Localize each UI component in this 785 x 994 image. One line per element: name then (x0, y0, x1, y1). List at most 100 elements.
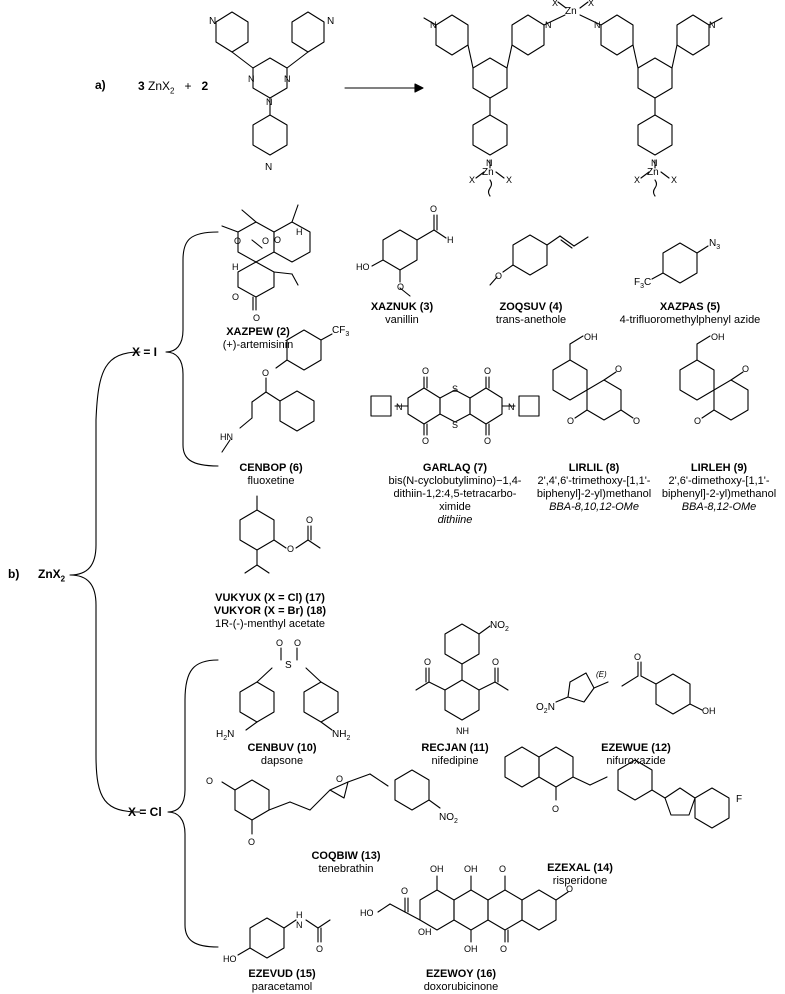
part-a: N N N N N N (209, 0, 723, 197)
tpt-triazine-n: N (266, 97, 273, 107)
atom-hn: HN (220, 432, 233, 442)
structure-menthyl-acetate (239, 495, 321, 574)
structure-dithiine (370, 376, 540, 436)
structure-anethole (489, 234, 589, 286)
atom-o: O (262, 236, 269, 246)
tpt-triazine-n: N (284, 74, 291, 84)
atom-o: O (397, 282, 404, 292)
structure-lirlil (552, 335, 634, 421)
atom-n: N (396, 402, 403, 412)
tpt-ligand: N N N N N N (209, 11, 334, 173)
x-ligand: X (469, 175, 475, 185)
atom-o: O (615, 364, 622, 374)
structure-nifedipine (415, 623, 509, 721)
atom-o: O (484, 436, 491, 446)
atom-o: O (422, 436, 429, 446)
pyridyl-n: N (486, 158, 493, 168)
atom-oh: OH (702, 706, 716, 716)
structure-tenebrathin (221, 769, 441, 835)
zn-bottom-left: Zn (482, 167, 494, 178)
atom-oh: OH (584, 332, 598, 342)
caption-ezewoy: EZEWOY (16)doxorubicinone (423, 968, 499, 993)
caption-coqbiw: COQBIW (13)tenebrathin (311, 850, 381, 875)
structure-lirleh (679, 335, 749, 421)
caption-vukyux: VUKYUX (X = Cl) (17)VUKYOR (X = Br) (18)… (213, 592, 327, 630)
atom-h: H (296, 910, 303, 920)
atom-h: H (296, 227, 303, 237)
atom-o: O (742, 364, 749, 374)
atom-h: H (232, 262, 239, 272)
atom-oh: OH (464, 944, 478, 954)
tpt-n-left: N (209, 16, 216, 27)
caption-cenbuv: CENBUV (10)dapsone (247, 742, 317, 767)
atom-o: O (422, 366, 429, 376)
atom-o: O (262, 368, 269, 378)
atom-h2n: H2N (216, 729, 234, 742)
atom-o: O (484, 366, 491, 376)
structure-doxorubicinone (377, 875, 569, 943)
atom-oh: HO (356, 262, 370, 272)
pyridyl-n: N (651, 158, 658, 168)
structure-nifuroxazide (555, 661, 703, 715)
atom-o: O (232, 292, 239, 302)
atom-n3: N3 (709, 238, 720, 251)
atom-n: N (296, 920, 303, 930)
x-ligand: X (634, 175, 640, 185)
atom-o: O (694, 416, 701, 426)
caption-cenbop: CENBOP (6)fluoxetine (239, 462, 303, 487)
atom-f: F (736, 794, 742, 805)
root-zinc-halide: ZnX2 (38, 567, 66, 584)
caption-xazpew: XAZPEW (2)(+)-artemisinin (222, 326, 294, 351)
atom-o: O (306, 515, 313, 525)
caption-xazpas: XAZPAS (5)4-trifluoromethylphenyl azide (619, 301, 761, 326)
atom-h: H (447, 235, 454, 245)
stereo-e: (E) (596, 670, 607, 679)
atom-ho: HO (360, 908, 374, 918)
caption-recjan: RECJAN (11)nifedipine (421, 742, 489, 767)
atom-o: O (633, 416, 640, 426)
atom-o: O (276, 638, 283, 648)
classification-tree (69, 231, 219, 948)
atom-s: S (285, 660, 292, 671)
atom-n: N (508, 402, 515, 412)
atom-nh2: NH2 (332, 729, 350, 742)
coordination-polymer: Zn X X Zn Zn X X X X N N N N N N (423, 0, 723, 197)
structure-dapsone (239, 647, 339, 731)
caption-zoqsuv: ZOQSUV (4)trans-anethole (495, 301, 567, 326)
structure-fluoxetine (221, 329, 333, 453)
atom-o: O (248, 837, 255, 847)
atom-o: O (336, 774, 343, 784)
atom-no2: NO2 (439, 812, 458, 825)
atom-o: O (294, 638, 301, 648)
atom-o: O (401, 886, 408, 896)
atom-o: O (253, 313, 260, 323)
atom-o: O (567, 416, 574, 426)
x-ligand: X (552, 0, 558, 8)
atom-o: O (316, 944, 323, 954)
caption-ezewue: EZEWUE (12)nifuroxazide (601, 742, 671, 767)
atom-o: O (566, 884, 573, 894)
caption-garlaq: GARLAQ (7)bis(N-cyclobutylimino)−1,4-dit… (388, 462, 522, 526)
x-ligand: X (671, 175, 677, 185)
atom-oh: OH (464, 864, 478, 874)
atom-o: O (287, 544, 294, 554)
pyridyl-n: N (430, 20, 437, 30)
atom-o2n: O2N (536, 702, 555, 715)
atom-o: O (495, 271, 502, 281)
atom-o: O (424, 657, 431, 667)
atom-o: O (492, 657, 499, 667)
atom-o: O (500, 944, 507, 954)
reactant-zinc-halide: 3 ZnX2 + 2 (138, 79, 209, 96)
atom-oh: OH (711, 332, 725, 342)
structure-azide (651, 242, 709, 284)
atom-o: O (430, 204, 437, 214)
atom-cf3: CF3 (332, 325, 349, 338)
atom-s: S (452, 384, 458, 394)
atom-f3c: F3C (634, 277, 651, 290)
x-ligand: X (588, 0, 594, 8)
tpt-n-right: N (327, 16, 334, 27)
zn-center: Zn (565, 6, 577, 17)
branch-chloride: X = Cl (128, 805, 162, 819)
caption-xaznuk: XAZNUK (3)vanillin (370, 301, 434, 326)
